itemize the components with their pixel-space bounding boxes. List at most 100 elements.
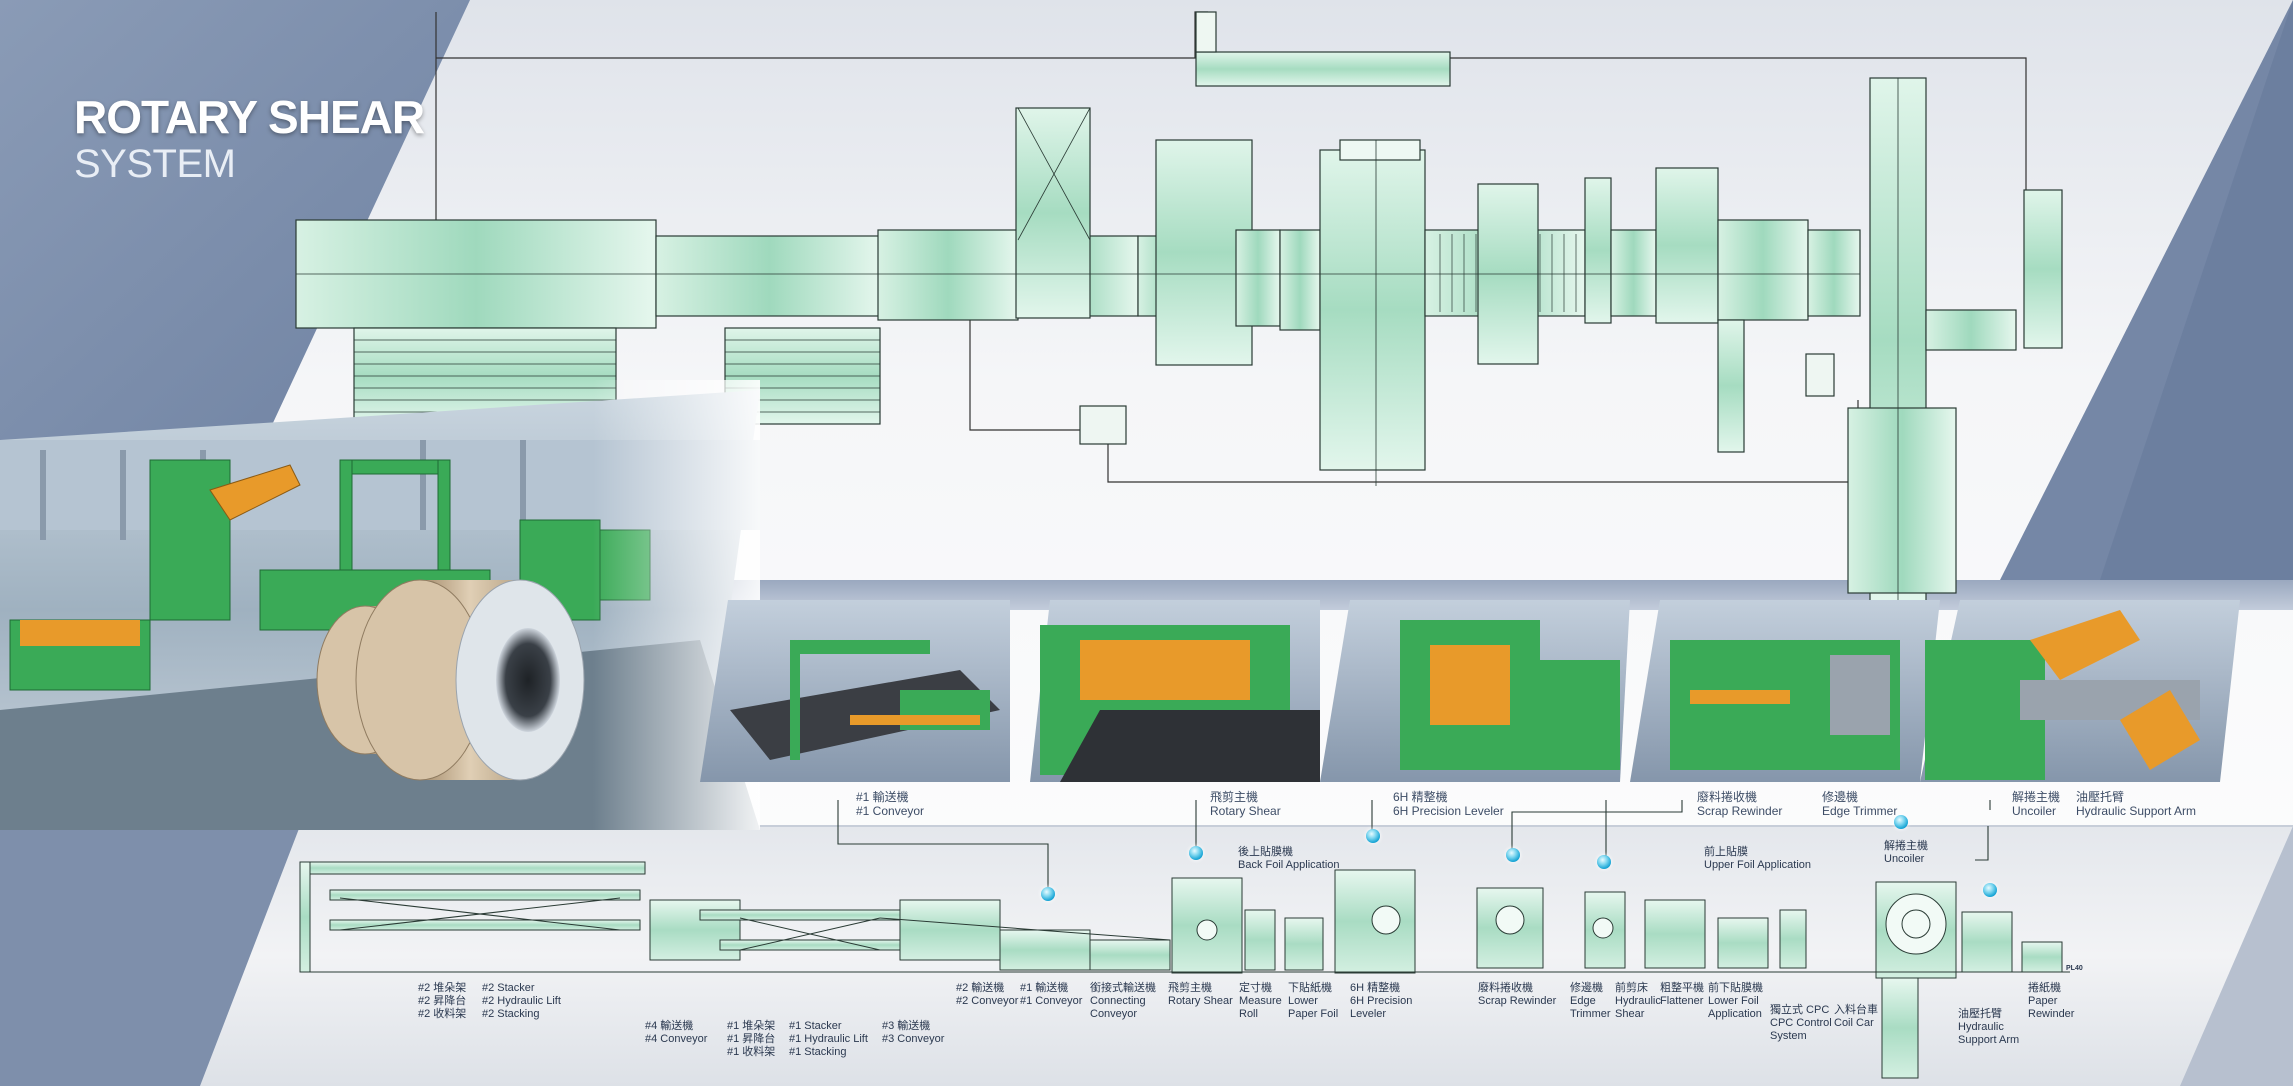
title-line-2: SYSTEM: [74, 142, 236, 186]
bottom-label-line: Trimmer: [1570, 1008, 1611, 1020]
connecting-conveyor-side-shape: [1089, 939, 1171, 971]
bottom-label-line: Measure: [1239, 995, 1282, 1007]
rotary-shear-side-shape: [1171, 877, 1243, 974]
hotspot-support-arm[interactable]: [1983, 883, 1997, 897]
hydraulic-lift-2-side-shape: [329, 889, 641, 901]
bottom-label-line: Rotary Shear: [1168, 995, 1233, 1007]
lower-foil-side-shape: [1717, 917, 1769, 969]
support-arm-plan-shape: [1925, 309, 2017, 351]
bottom-label-line: #1 Hydraulic Lift: [789, 1033, 868, 1045]
control-panel-shape: [1079, 405, 1127, 445]
caption-support-arm-zh: 油壓托臂: [2076, 790, 2125, 804]
bottom-label-line: 入料台車: [1834, 1004, 1878, 1016]
cpc-box-shape: [1805, 353, 1835, 397]
label-back-foil-zh: 後上貼膜機: [1238, 846, 1293, 858]
leveler-plan-shape: [1319, 149, 1426, 471]
bottom-label-line: #1 Conveyor: [1020, 995, 1083, 1007]
bottom-label-line: Lower Foil: [1708, 995, 1759, 1007]
transfer-plan-shape: [1807, 229, 1861, 317]
label-uncoiler-upper-zh: 解捲主機: [1884, 840, 1928, 852]
bottom-label-line: #1 收料架: [727, 1046, 776, 1058]
bottom-label-line: Paper: [2028, 995, 2058, 1007]
caption-leveler: 6H 精整機 6H Precision Leveler: [1393, 790, 1504, 818]
caption-conveyor-en: #1 Conveyor: [856, 804, 925, 818]
bottom-label-line: #4 Conveyor: [645, 1033, 708, 1045]
small-mark: PL40: [2066, 965, 2083, 972]
hotspot-uncoiler[interactable]: [1894, 815, 1908, 829]
hotspot-edge-trimmer[interactable]: [1597, 855, 1611, 869]
photo-uncoiler: [1920, 600, 2240, 782]
plan-view-diagram: [295, 11, 2063, 604]
lower-paper-foil-plan-shape: [1279, 229, 1321, 331]
bottom-label-line: 前下貼膜機: [1708, 982, 1763, 994]
caption-scrap-rewinder-zh: 廢料捲收機: [1697, 790, 1758, 804]
bottom-label-line: Hydraulic: [1958, 1021, 2004, 1033]
paper-foil-side-shape: [1284, 917, 1324, 971]
hydraulic-shear-plan-shape: [1610, 229, 1657, 317]
label-back-foil-en: Back Foil Application: [1238, 859, 1340, 871]
bottom-label-line: 6H Precision: [1350, 995, 1413, 1007]
coil-car-plan-shape: [1847, 407, 1957, 594]
caption-edge-trimmer-zh: 修邊機: [1822, 790, 1859, 804]
label-back-foil: 後上貼膜機 Back Foil Application: [1238, 846, 1340, 872]
support-arm-side-shape: [1961, 911, 2013, 973]
bottom-label-line: Coil Car: [1834, 1017, 1874, 1029]
bottom-label-line: Roll: [1239, 1008, 1258, 1020]
measure-roll-side-shape: [1244, 909, 1276, 971]
bottom-label-line: Rewinder: [2028, 1008, 2075, 1020]
bottom-label-line: Application: [1708, 1008, 1762, 1020]
caption-scrap-rewinder-en: Scrap Rewinder: [1697, 804, 1783, 818]
bottom-label-line: #4 輸送機: [645, 1020, 694, 1032]
hotspot-rotary-shear[interactable]: [1189, 846, 1203, 860]
bottom-label-line: 定寸機: [1239, 982, 1272, 994]
bottom-label-line: #1 Stacking: [789, 1046, 847, 1058]
bottom-label: #4 輸送機#4 Conveyor: [645, 1020, 707, 1046]
caption-rotary-shear-zh: 飛剪主機: [1210, 790, 1259, 804]
control-cabinet-shape: [1195, 51, 1451, 87]
bottom-label: #2 堆朵架#2 昇降台#2 收料架: [418, 982, 466, 1021]
caption-uncoiler-en: Uncoiler: [2012, 804, 2057, 818]
bottom-label-line: 銜接式輸送機: [1090, 982, 1156, 994]
stacker-2-side-shape: [299, 861, 646, 875]
caption-conveyor: #1 輸送機 #1 Conveyor: [856, 790, 924, 818]
bottom-label-line: #2 Stacking: [482, 1008, 540, 1020]
bottom-label-line: Scrap Rewinder: [1478, 995, 1557, 1007]
caption-uncoiler-zh: 解捲主機: [2012, 790, 2061, 804]
bottom-label-line: Flattener: [1660, 995, 1704, 1007]
bottom-label-line: Conveyor: [1090, 1008, 1138, 1020]
label-upper-foil-en: Upper Foil Application: [1704, 859, 1812, 871]
conveyor-4-plan-shape: [655, 235, 883, 317]
bottom-label-line: #2 Hydraulic Lift: [482, 995, 561, 1007]
side-view-diagram: [299, 800, 2070, 1079]
photo-leveler: [1320, 600, 1630, 782]
caption-leveler-zh: 6H 精整機: [1393, 790, 1448, 804]
bottom-label-line: 飛剪主機: [1168, 982, 1212, 994]
bottom-label-line: 修邊機: [1570, 982, 1603, 994]
hotspot-conveyor[interactable]: [1041, 887, 1055, 901]
caption-conveyor-zh: #1 輸送機: [856, 790, 909, 804]
bottom-label: #2 Stacker#2 Hydraulic Lift#2 Stacking: [482, 982, 561, 1021]
factory-photo: [0, 380, 760, 830]
bottom-label-line: Connecting: [1090, 995, 1146, 1007]
bottom-label-line: 粗整平機: [1660, 982, 1704, 994]
bottom-label-line: Lower: [1288, 995, 1318, 1007]
stacker-1-side-shape: [699, 909, 901, 921]
label-upper-foil: 前上貼膜 Upper Foil Application: [1704, 846, 1811, 872]
hotspot-scrap-rewinder[interactable]: [1506, 848, 1520, 862]
hotspot-leveler[interactable]: [1366, 829, 1380, 843]
flattener-plan-shape: [1655, 167, 1719, 324]
bottom-label-line: Paper Foil: [1288, 1008, 1339, 1020]
bottom-label-line: #1 Stacker: [789, 1020, 842, 1032]
bottom-label-line: 獨立式 CPC: [1770, 1004, 1830, 1016]
bottom-label-line: System: [1770, 1030, 1807, 1042]
bottom-label: #1 堆朵架#1 昇降台#1 收料架: [727, 1020, 775, 1059]
conveyor-2-plan-shape: [1015, 107, 1091, 319]
bottom-label-line: #2 Conveyor: [956, 995, 1019, 1007]
